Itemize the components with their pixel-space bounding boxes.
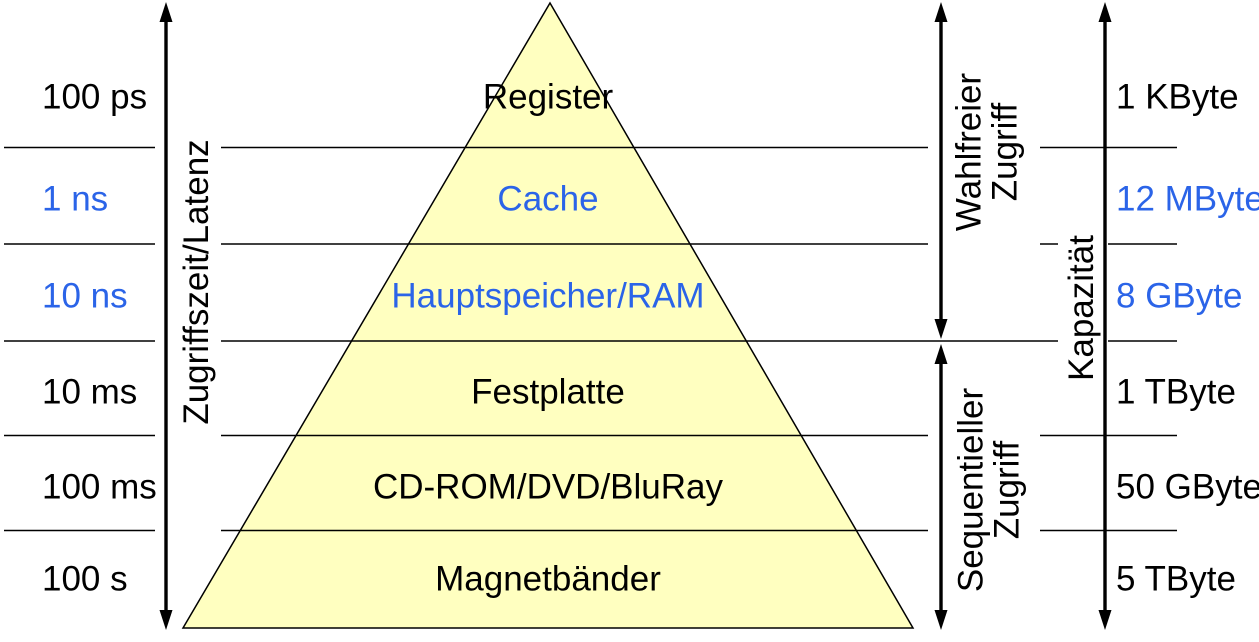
sequential-access-arrow: [934, 344, 948, 630]
pyramid-level-label: Magnetbänder: [435, 559, 661, 599]
capacity-axis-caption: Kapazität: [1061, 235, 1101, 381]
pyramid-shape: [181, 1, 915, 629]
pyramid-level-label: Hauptspeicher/RAM: [391, 276, 705, 316]
pyramid-level-label: Cache: [497, 179, 599, 219]
sequential-access-caption: Sequentieller Zugriff: [951, 387, 1027, 593]
latency-value: 10 ms: [42, 372, 138, 412]
latency-axis-arrow: [159, 2, 173, 630]
random-access-arrow: [934, 2, 948, 339]
capacity-value: 12 MByte: [1116, 179, 1259, 219]
latency-axis-caption: Zugriffszeit/Latenz: [176, 139, 216, 425]
latency-value: 10 ns: [42, 276, 128, 316]
pyramid-level-label: CD-ROM/DVD/BluRay: [372, 467, 724, 507]
capacity-axis-arrow: [1098, 2, 1112, 630]
capacity-value: 8 GByte: [1116, 276, 1243, 316]
capacity-value: 5 TByte: [1116, 559, 1236, 599]
line-gap-mask: [1058, 222, 1108, 394]
latency-value: 100 s: [42, 559, 128, 599]
capacity-value: 50 GByte: [1116, 467, 1259, 507]
capacity-value: 1 TByte: [1116, 372, 1236, 412]
latency-value: 100 ms: [42, 467, 157, 507]
line-gap-mask: [928, 350, 1040, 628]
pyramid-level-label: Festplatte: [471, 372, 625, 412]
latency-value: 100 ps: [42, 77, 148, 117]
latency-value: 1 ns: [42, 179, 109, 219]
pyramid-level-label: Register: [482, 77, 614, 117]
random-access-caption: Wahlfreier Zugriff: [949, 72, 1025, 232]
line-gap-mask: [928, 2, 1040, 332]
capacity-value: 1 KByte: [1116, 77, 1239, 117]
